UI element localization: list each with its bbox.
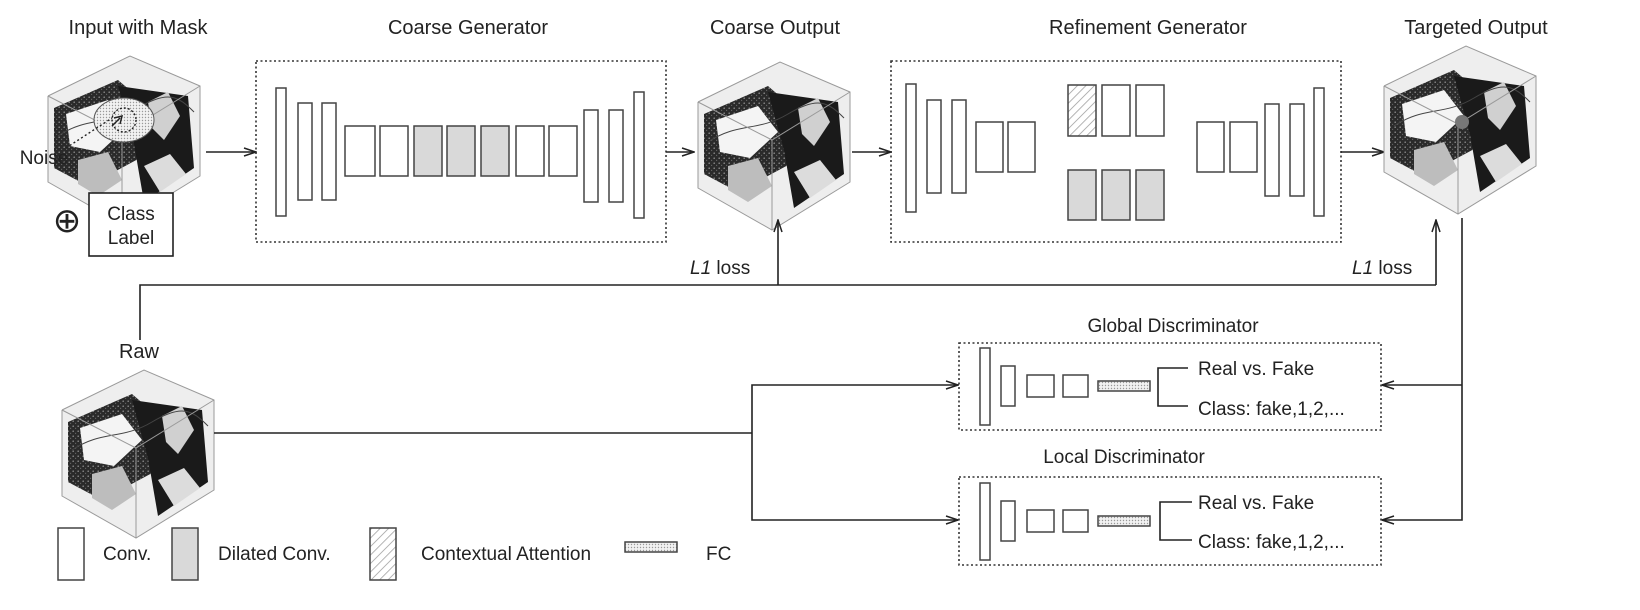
- legend-fc-label: FC: [706, 544, 731, 565]
- conv-layer: [1062, 509, 1089, 533]
- dilated-conv-layer: [1067, 169, 1097, 221]
- legend-attention-label: Contextual Attention: [421, 544, 591, 565]
- coarse-generator-layers: [275, 87, 645, 219]
- legend-attention-swatch: [369, 527, 397, 581]
- conv-layer: [926, 99, 942, 194]
- conv-layer: [1264, 103, 1280, 197]
- dilated-conv-layer: [1101, 169, 1131, 221]
- refinement-generator-layers: [905, 83, 1325, 221]
- coarse-output-image: [697, 61, 851, 231]
- local-discriminator-frame: [958, 476, 1382, 566]
- conv-layer: [979, 482, 991, 561]
- global-discriminator-frame: [958, 342, 1382, 431]
- conv-layer: [321, 102, 337, 201]
- global-discriminator-title: Global Discriminator: [1087, 316, 1259, 337]
- dilated-conv-layer: [1135, 169, 1165, 221]
- coarse-output-title: Coarse Output: [710, 17, 841, 39]
- l1-loss-coarse-label: L1 loss: [690, 258, 750, 279]
- legend-dilated-label: Dilated Conv.: [218, 544, 331, 565]
- input-with-mask-title: Input with Mask: [69, 17, 209, 39]
- local-real-vs-fake: Real vs. Fake: [1198, 493, 1314, 514]
- raw-volume-image: [61, 369, 215, 539]
- noise-label: Noise: [20, 148, 69, 169]
- conv-layer: [1229, 121, 1258, 173]
- conv-layer: [583, 109, 599, 203]
- conv-layer: [1062, 374, 1089, 398]
- local-class-output: Class: fake,1,2,...: [1198, 532, 1345, 553]
- conv-layer: [975, 121, 1004, 173]
- dilated-conv-layer: [480, 125, 510, 177]
- target-to-discriminators-line: [1382, 218, 1463, 520]
- legend: Conv. Dilated Conv. Contextual Attention…: [57, 527, 731, 581]
- concat-symbol: ⊕: [53, 202, 82, 240]
- raw-label: Raw: [119, 341, 160, 363]
- class-label-box: [88, 192, 174, 257]
- dilated-conv-layer: [446, 125, 476, 177]
- contextual-attention-layer: [1067, 84, 1097, 137]
- fc-layer: [1097, 380, 1151, 392]
- conv-layer: [297, 102, 313, 201]
- conv-layer: [1135, 84, 1165, 137]
- conv-layer: [275, 87, 287, 217]
- conv-layer: [1196, 121, 1225, 173]
- class-label-line1: Class: [107, 204, 155, 225]
- global-real-vs-fake: Real vs. Fake: [1198, 359, 1314, 380]
- conv-layer: [1026, 374, 1055, 398]
- conv-layer: [1007, 121, 1036, 173]
- targeted-output-title: Targeted Output: [1404, 17, 1548, 39]
- conv-layer: [633, 91, 645, 219]
- input-volume-image: [47, 55, 201, 225]
- noise-pointer: [65, 117, 113, 149]
- l1-loss-target-label: L1 loss: [1352, 258, 1412, 279]
- dilated-conv-layer: [413, 125, 443, 177]
- conv-layer: [515, 125, 545, 177]
- local-discriminator-layers: [979, 482, 1151, 561]
- conv-layer: [379, 125, 409, 177]
- conv-layer: [905, 83, 917, 213]
- conv-layer: [1313, 87, 1325, 217]
- conv-layer: [951, 99, 967, 194]
- coarse-generator-title: Coarse Generator: [388, 17, 548, 39]
- global-output-bracket: [1157, 367, 1188, 407]
- global-discriminator-layers: [979, 347, 1151, 426]
- conv-layer: [1289, 103, 1305, 197]
- conv-layer: [979, 347, 991, 426]
- refinement-generator-title: Refinement Generator: [1049, 17, 1247, 39]
- conv-layer: [548, 125, 578, 177]
- conv-layer: [1026, 509, 1055, 533]
- conv-layer: [344, 125, 376, 177]
- fc-layer: [1097, 515, 1151, 527]
- conv-layer: [1000, 365, 1016, 407]
- legend-conv-label: Conv.: [103, 544, 151, 565]
- raw-to-local-arrow: [751, 433, 958, 520]
- targeted-output-image: [1383, 45, 1537, 215]
- conv-layer: [608, 109, 624, 203]
- global-class-output: Class: fake,1,2,...: [1198, 399, 1345, 420]
- raw-to-global-arrow: [751, 385, 958, 433]
- legend-dilated-swatch: [171, 527, 199, 581]
- local-output-bracket: [1159, 501, 1192, 541]
- legend-fc-swatch: [624, 541, 678, 553]
- conv-layer: [1101, 84, 1131, 137]
- raw-to-loss-line: [139, 284, 1436, 340]
- local-discriminator-title: Local Discriminator: [1043, 447, 1205, 468]
- class-label-line2: Label: [108, 228, 155, 249]
- legend-conv-swatch: [57, 527, 85, 581]
- conv-layer: [1000, 500, 1016, 542]
